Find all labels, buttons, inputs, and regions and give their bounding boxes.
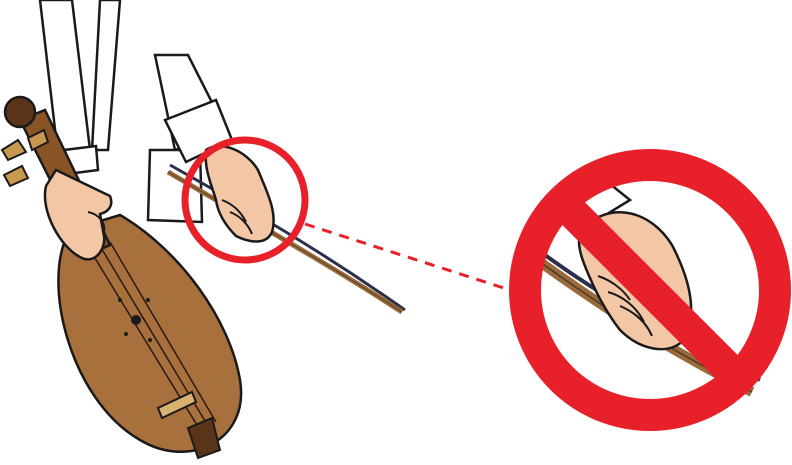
left-hand [45,170,111,259]
no-entry-prohibition-icon [525,165,775,415]
dashed-connector-line [305,224,510,290]
right-hand [206,146,274,241]
